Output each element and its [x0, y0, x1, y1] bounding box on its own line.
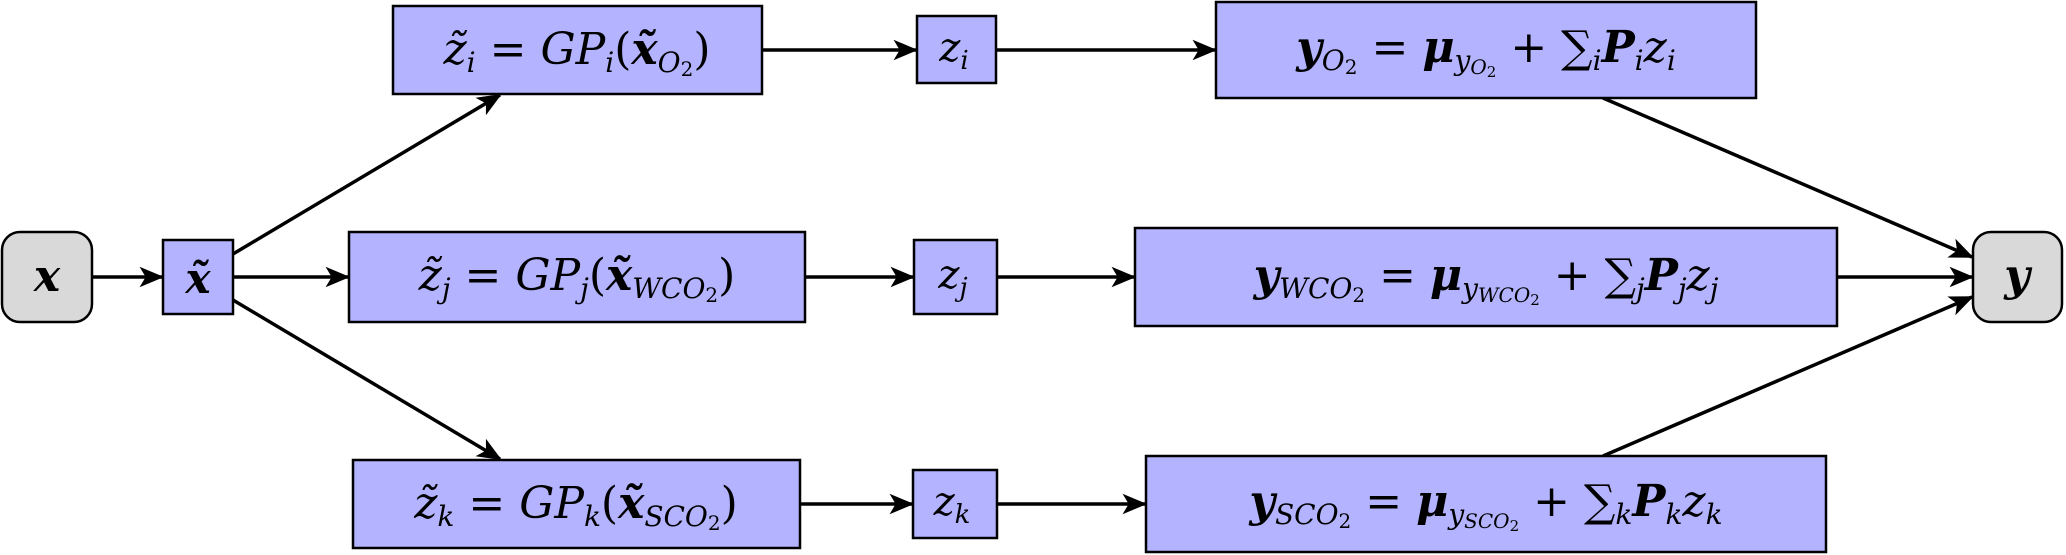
gp-node-k: z̃k = GPk(x̃SCO2) [351, 458, 802, 550]
x-tilde-label: x̃ [184, 254, 211, 303]
recon-i-equation: yO2 = μyO2 + ∑iPizi [1295, 22, 1676, 81]
gp-k-equation: z̃k = GPk(x̃SCO2) [413, 478, 738, 535]
input-x-label: x [33, 251, 61, 302]
latent-node-z-i: zi [915, 14, 998, 85]
recon-k-equation: ySCO2 = μySCO2 + ∑kPkzk [1248, 476, 1722, 535]
recon-j-equation: yWCO2 = μyWCO2 + ∑jPjzj [1253, 250, 1719, 309]
normalized-input-node: x̃ [161, 238, 235, 316]
reconstruction-node-j: yWCO2 = μyWCO2 + ∑jPjzj [1133, 226, 1839, 328]
z-j-label: zj [937, 252, 967, 303]
gp-node-j: z̃j = GPj(x̃WCO2) [347, 230, 807, 324]
z-i-label: zi [938, 25, 968, 76]
edge-xtilde-to-gp-k [232, 298, 502, 461]
edge-recon-k-to-y [1602, 295, 1974, 458]
output-node-y: y [1971, 230, 2064, 324]
latent-node-z-k: zk [911, 468, 999, 540]
z-k-label: zk [933, 479, 971, 530]
reconstruction-node-k: ySCO2 = μySCO2 + ∑kPkzk [1144, 454, 1828, 554]
gp-j-equation: z̃j = GPj(x̃WCO2) [418, 250, 736, 307]
edges [92, 39, 1975, 515]
gp-node-i: z̃i = GPi(x̃O2) [391, 4, 764, 96]
latent-node-z-j: zj [912, 238, 999, 316]
reconstruction-node-i: yO2 = μyO2 + ∑iPizi [1214, 0, 1758, 100]
output-y-label: y [2003, 250, 2033, 301]
input-node-x: x [0, 230, 94, 324]
edge-xtilde-to-gp-i [232, 93, 502, 256]
gp-i-equation: z̃i = GPi(x̃O2) [442, 24, 710, 81]
edge-recon-i-to-y [1602, 96, 1974, 259]
